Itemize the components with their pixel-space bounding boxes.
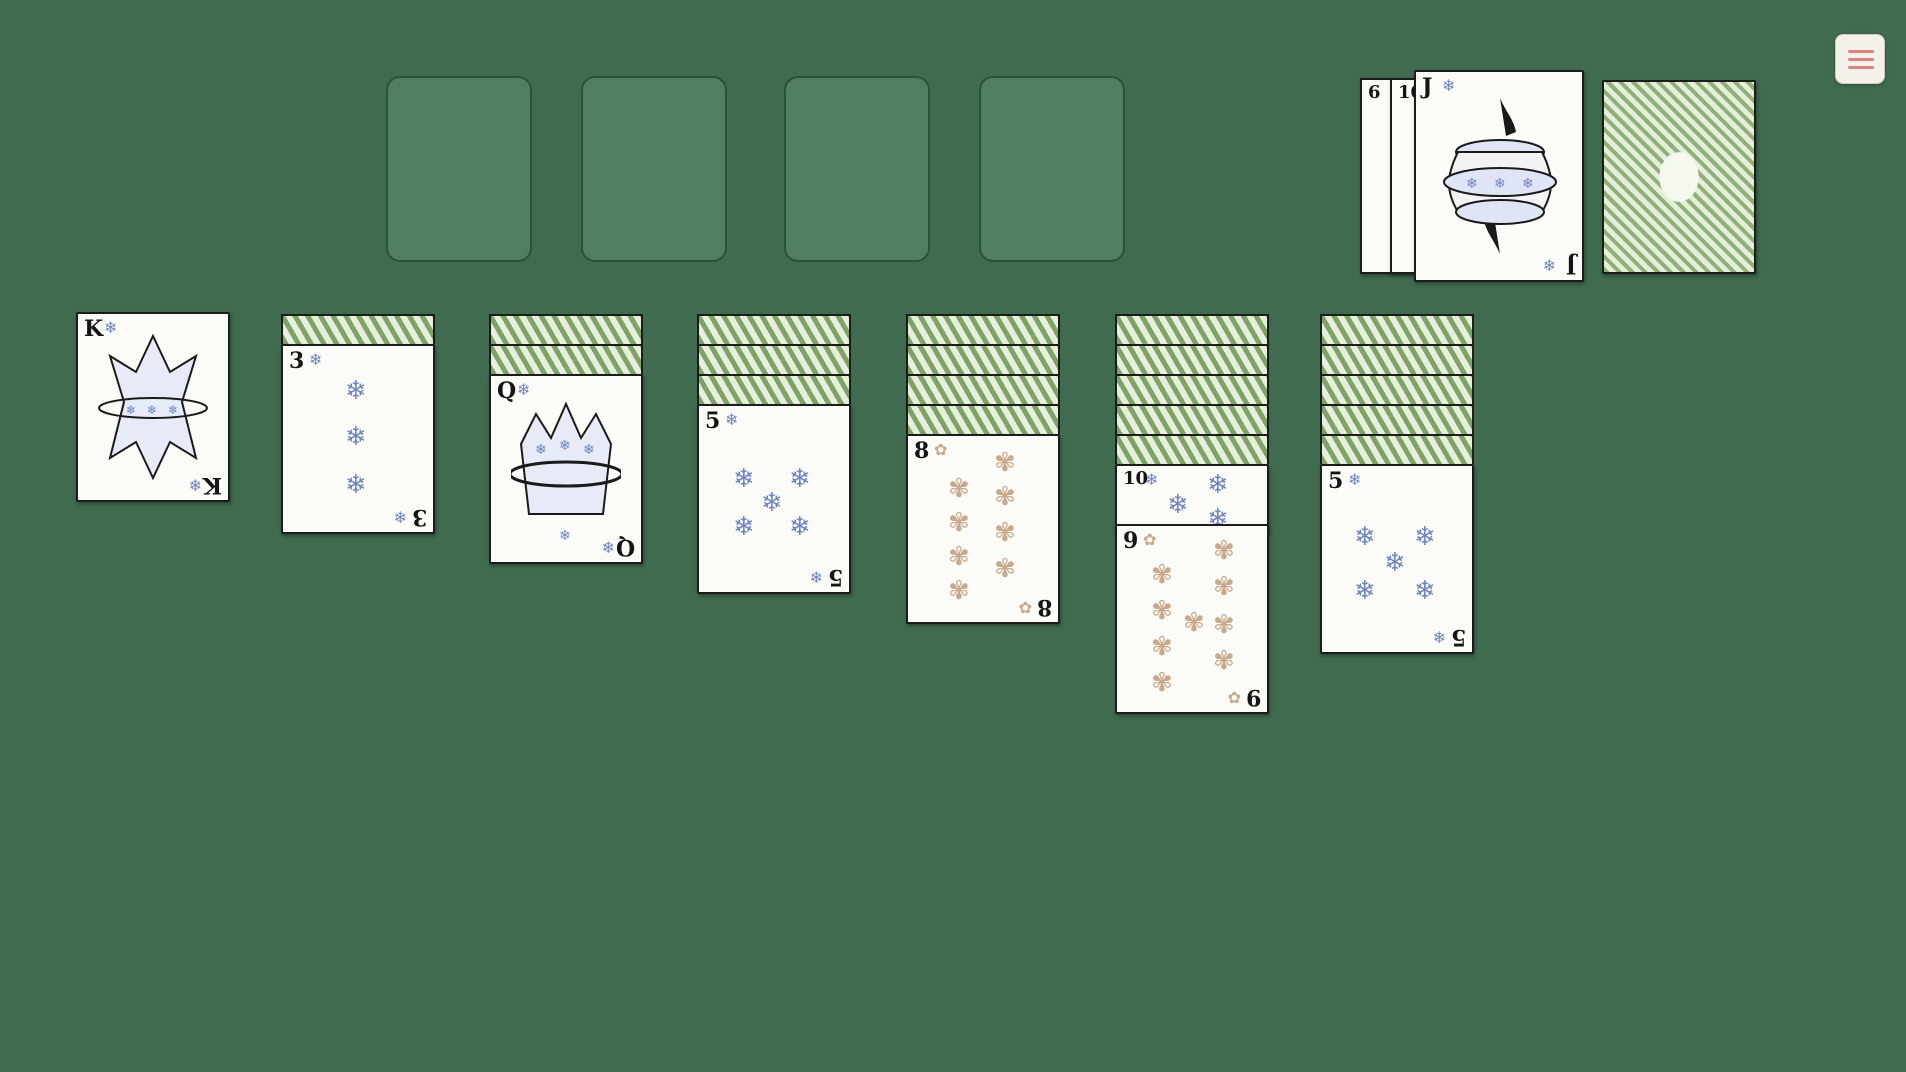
snowflake-icon: ❄ [1145,470,1159,489]
queen-face-art: ❄ ❄ ❄ ❄ [511,401,621,544]
snowflake-icon: ❄ [517,380,531,399]
svg-text:❄: ❄ [559,528,571,544]
foundation-slot-2[interactable] [581,76,727,262]
tableau-7-face-down [1320,314,1474,344]
tableau-6-face-down [1115,344,1269,374]
svg-text:❄: ❄ [559,438,571,454]
svg-text:❄: ❄ [1466,176,1478,192]
tableau-3-face-down [489,314,643,344]
snowflake-icon: ❄ [725,410,739,429]
svg-text:❄: ❄ [535,442,547,458]
svg-text:❄: ❄ [168,403,178,417]
flower-icon: ✿ [1143,530,1157,549]
svg-text:❄: ❄ [1494,176,1506,192]
snowflake-icon: ❄ [309,350,323,369]
stock-pile[interactable] [1602,80,1756,274]
tableau-4-five[interactable]: 5 ❄ ❄ ❄ ❄ ❄ ❄ 5 ❄ [697,404,851,594]
tableau-4-face-down [697,374,851,404]
snowflake-icon: ❄ [809,568,823,587]
snowflake-icon: ❄ [1432,628,1446,647]
tableau-6-face-down [1115,374,1269,404]
flower-icon: ✿ [1018,598,1032,617]
tableau-1-king[interactable]: K ❄ ❄ ❄ ❄ K ❄ [76,312,230,502]
jack-face-art: ❄ ❄ ❄ [1443,98,1557,254]
tableau-3-face-down [489,344,643,374]
tableau-5-face-down [906,404,1060,434]
tableau-6-ten[interactable]: 10 ❄ ❄ ❄ ❄ [1115,464,1269,534]
svg-text:❄: ❄ [583,442,595,458]
snowflake-icon: ❄ [1348,470,1362,489]
tableau-7-face-down [1320,344,1474,374]
tableau-7-face-down [1320,374,1474,404]
snowflake-icon: ❄ [1542,256,1556,275]
tableau-3-queen[interactable]: Q ❄ ❄ ❄ ❄ ❄ Q ❄ [489,374,643,564]
tableau-7-face-down [1320,404,1474,434]
tableau-5-face-down [906,344,1060,374]
tableau-6-nine[interactable]: 9 ✿ ✾ ✾ ✾ ✾ ✾ ✾ ✾ ✾ ✾ 9 ✿ [1115,524,1269,714]
foundation-slot-4[interactable] [979,76,1125,262]
tableau-2-three[interactable]: 3 ❄ ❄ ❄ ❄ 3 ❄ [281,344,435,534]
foundation-slot-1[interactable] [386,76,532,262]
tableau-4-face-down [697,314,851,344]
flower-icon: ✿ [934,440,948,459]
snowflake-icon: ❄ [1442,76,1456,95]
menu-button[interactable] [1835,34,1885,84]
foundation-slot-3[interactable] [784,76,930,262]
tableau-6-face-down [1115,314,1269,344]
flower-icon: ✿ [1227,688,1241,707]
svg-text:❄: ❄ [1522,176,1534,192]
tableau-5-face-down [906,314,1060,344]
tableau-5-face-down [906,374,1060,404]
tableau-2-face-down [281,314,435,344]
tableau-6-face-down [1115,404,1269,434]
tableau-5-eight[interactable]: 8 ✿ ✾ ✾ ✾ ✾ ✾ ✾ ✾ ✾ 8 ✿ [906,434,1060,624]
tableau-4-face-down [697,344,851,374]
svg-text:❄: ❄ [126,403,136,417]
waste-top-card-jack[interactable]: J ❄ ❄ ❄ ❄ J ❄ [1414,70,1584,282]
tableau-7-five[interactable]: 5 ❄ ❄ ❄ ❄ ❄ ❄ 5 ❄ [1320,464,1474,654]
snowflake-icon: ❄ [601,538,615,557]
svg-text:❄: ❄ [147,403,157,417]
snowflake-icon: ❄ [104,318,118,337]
tableau-7-face-down [1320,434,1474,464]
snowflake-icon: ❄ [188,476,202,495]
tableau-6-face-down [1115,434,1269,464]
king-face-art: ❄ ❄ ❄ [98,333,208,481]
snowflake-icon: ❄ [393,508,407,527]
